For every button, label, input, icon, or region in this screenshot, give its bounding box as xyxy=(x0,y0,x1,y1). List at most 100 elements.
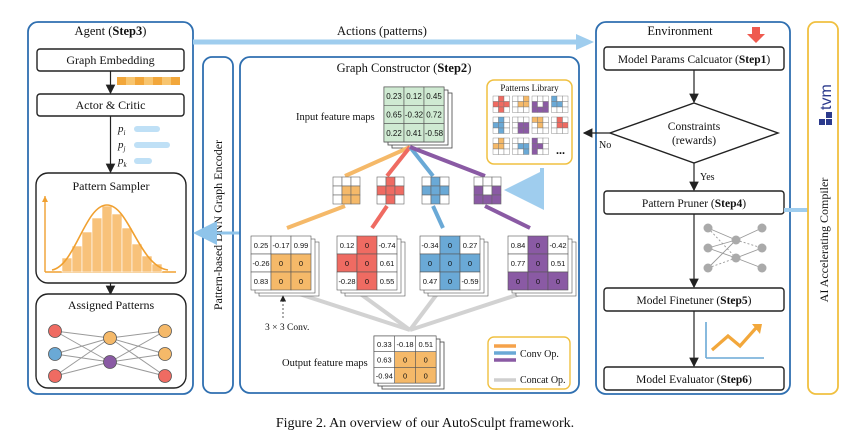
tvm-logo-icon: tvm xyxy=(818,84,835,125)
pattern-icon-cell xyxy=(376,194,387,205)
pattern-icon-cell xyxy=(473,194,484,205)
actions-label: Actions (patterns) xyxy=(337,24,427,38)
pattern-icon-cell xyxy=(332,176,343,187)
library-pattern-cell xyxy=(517,137,524,144)
library-pattern-cell xyxy=(523,148,530,155)
library-pattern-cell xyxy=(531,137,538,144)
input-matrix-value: 0.72 xyxy=(426,110,442,119)
kernel-3-cell xyxy=(459,271,481,291)
library-pattern-cell xyxy=(517,106,524,113)
library-pattern-cell xyxy=(512,106,519,113)
library-pattern-cell xyxy=(537,127,544,134)
step5-label: Model Finetuner (Step5) xyxy=(636,295,751,307)
library-pattern-cell xyxy=(562,101,569,108)
kernel-3-value: 0 xyxy=(428,259,432,268)
library-pattern-cell xyxy=(492,106,499,113)
kernel-2-value: 0 xyxy=(365,241,369,250)
output-matrix-value: 0.51 xyxy=(418,340,433,349)
library-pattern-cell xyxy=(537,95,544,102)
input-matrix-value: 0.23 xyxy=(386,92,402,101)
library-pattern-cell xyxy=(556,127,563,134)
svg-text:pk: pk xyxy=(117,155,128,169)
kernel-4-value: 0.77 xyxy=(511,259,526,268)
output-matrix-value: 0 xyxy=(424,371,428,380)
pattern-icon-cell xyxy=(421,194,432,205)
library-pattern-cell xyxy=(492,143,499,150)
library-pattern-cell xyxy=(523,106,530,113)
kernel-3-value: 0 xyxy=(448,259,452,268)
library-pattern-cell xyxy=(556,122,563,129)
pattern-icon-cell xyxy=(376,176,387,187)
library-pattern-cell xyxy=(492,137,499,144)
output-matrix-cell xyxy=(415,367,437,384)
library-pattern-cell xyxy=(542,122,549,129)
kernel-4-value: 0 xyxy=(536,259,540,268)
library-pattern-cell xyxy=(498,143,505,150)
assigned-patterns-label: Assigned Patterns xyxy=(68,298,155,312)
no-label: No xyxy=(599,140,611,151)
pattern-icon-cell xyxy=(482,194,493,205)
library-pattern-cell xyxy=(492,95,499,102)
pattern-icon-cell xyxy=(394,185,405,196)
network-graph-icon xyxy=(54,330,166,377)
kernel-4-value: 0 xyxy=(556,277,560,286)
graph-embedding-label: Graph Embedding xyxy=(66,53,154,67)
agent-title: Agent (Step3) xyxy=(75,24,147,38)
output-maps-label: Output feature maps xyxy=(282,358,368,369)
kernel-2-value: 0.61 xyxy=(380,259,395,268)
output-matrix-value: 0.33 xyxy=(377,340,392,349)
pattern-icon-cell xyxy=(376,185,387,196)
library-pattern-cell xyxy=(551,95,558,102)
library-pattern-cell xyxy=(523,137,530,144)
pattern-icon-cell xyxy=(385,176,396,187)
pattern-icon-cell xyxy=(385,185,396,196)
library-pattern-cell xyxy=(531,143,538,150)
pattern-connection-lines xyxy=(286,145,531,230)
pattern-icon-cell xyxy=(491,185,502,196)
library-pattern-cell xyxy=(537,148,544,155)
library-pattern-cell xyxy=(512,101,519,108)
output-matrix-value: 0 xyxy=(424,356,428,365)
step6-label: Model Evaluator (Step6) xyxy=(636,374,752,386)
kernel-2-value: 0.12 xyxy=(340,241,355,250)
pattern-icon-cell xyxy=(341,194,352,205)
library-pattern-cell xyxy=(562,106,569,113)
pattern-icon-cell xyxy=(430,185,441,196)
pruned-network-icon xyxy=(703,223,767,273)
pattern-icon-cell xyxy=(491,194,502,205)
pattern-icon-cell xyxy=(439,194,450,205)
yes-label: Yes xyxy=(700,172,715,183)
library-pattern-cell xyxy=(517,101,524,108)
library-pattern-cell xyxy=(503,137,510,144)
kernel-3-value: -0.34 xyxy=(421,241,438,250)
library-pattern-cell xyxy=(512,95,519,102)
library-pattern-cell xyxy=(556,106,563,113)
library-pattern-cell xyxy=(523,101,530,108)
step1-label: Model Params Calcuator (Step1) xyxy=(618,54,771,66)
library-pattern-cell xyxy=(542,137,549,144)
library-pattern-cell xyxy=(512,137,519,144)
library-pattern-cell xyxy=(531,122,538,129)
library-pattern-cell xyxy=(551,106,558,113)
library-pattern-cell xyxy=(517,127,524,134)
library-pattern-cell xyxy=(523,95,530,102)
kernel-3-value: 0 xyxy=(448,277,452,286)
compiler-label: AI Accelerating Compiler xyxy=(817,178,831,303)
pattern-icon-cell xyxy=(341,185,352,196)
library-pattern-cell xyxy=(512,143,519,150)
library-pattern-cell xyxy=(537,116,544,123)
tvm-logo-text: tvm xyxy=(818,84,835,110)
library-pattern-cell xyxy=(562,127,569,134)
agent-panel: Agent (Step3) Graph Embedding Actor & Cr… xyxy=(27,21,194,395)
output-matrix-value: -0.18 xyxy=(396,340,413,349)
library-pattern-cell xyxy=(542,101,549,108)
kernel-1-value: 0.83 xyxy=(254,277,269,286)
kernel-1-value: 0 xyxy=(299,259,303,268)
library-pattern-cell xyxy=(523,116,530,123)
pattern-icon-cell xyxy=(385,194,396,205)
encoder-panel: Pattern-based DNN Graph Encoder xyxy=(193,56,240,394)
kernel-4-cell xyxy=(547,271,569,291)
